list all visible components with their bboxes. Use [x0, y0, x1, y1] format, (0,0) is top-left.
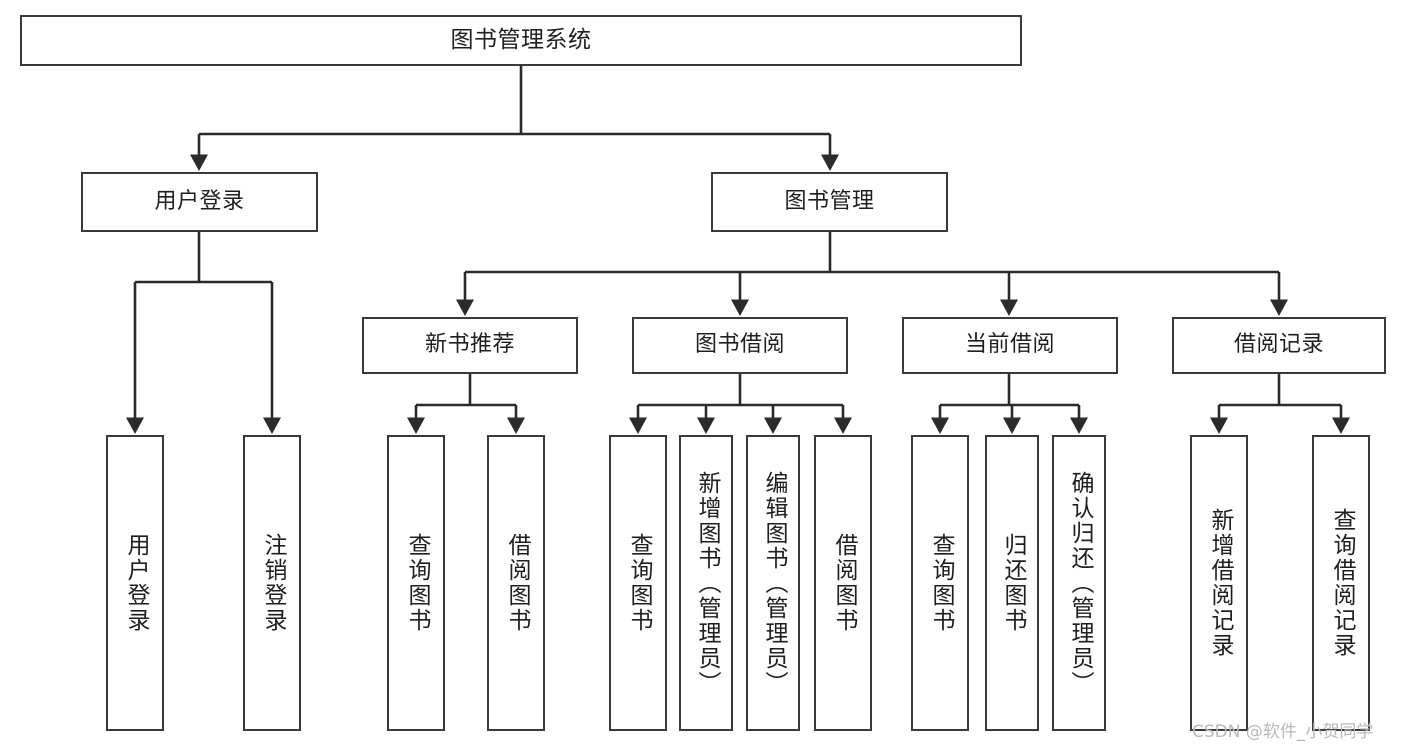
- node-leaf-edit-book-label: 编辑图书（管理员）: [760, 470, 787, 696]
- node-leaf-add-book[interactable]: 新增图书（管理员）: [679, 435, 733, 731]
- node-leaf-query-book-borrow[interactable]: 查询图书: [609, 435, 667, 731]
- node-book-management-label: 图书管理: [784, 188, 875, 214]
- node-current-borrow-label: 当前借阅: [964, 332, 1055, 358]
- node-leaf-return-book-label: 归还图书: [999, 533, 1026, 633]
- node-leaf-add-borrow-record[interactable]: 新增借阅记录: [1190, 435, 1248, 731]
- node-leaf-return-book[interactable]: 归还图书: [985, 435, 1039, 731]
- node-leaf-query-book-recommend[interactable]: 查询图书: [387, 435, 445, 731]
- node-leaf-query-borrow-record[interactable]: 查询借阅记录: [1312, 435, 1370, 731]
- node-new-book-recommend-label: 新书推荐: [424, 332, 515, 358]
- node-root-label: 图书管理系统: [450, 26, 592, 53]
- node-leaf-query-book-current-label: 查询图书: [927, 533, 954, 633]
- node-leaf-add-borrow-record-label: 新增借阅记录: [1206, 508, 1233, 658]
- csdn-watermark: CSDN @软件_小贺同学: [1192, 722, 1374, 742]
- node-user-login[interactable]: 用户登录: [81, 172, 318, 232]
- node-new-book-recommend[interactable]: 新书推荐: [362, 317, 578, 374]
- node-leaf-confirm-return-label: 确认归还（管理员）: [1066, 470, 1093, 696]
- node-leaf-user-login[interactable]: 用户登录: [106, 435, 164, 731]
- node-leaf-borrow-book-recommend[interactable]: 借阅图书: [487, 435, 545, 731]
- node-book-management[interactable]: 图书管理: [711, 172, 948, 232]
- node-leaf-edit-book[interactable]: 编辑图书（管理员）: [746, 435, 800, 731]
- node-leaf-logout-label: 注销登录: [259, 533, 286, 633]
- node-root[interactable]: 图书管理系统: [20, 15, 1022, 66]
- node-leaf-user-login-label: 用户登录: [122, 533, 149, 633]
- node-current-borrow[interactable]: 当前借阅: [902, 317, 1118, 374]
- node-leaf-query-book-recommend-label: 查询图书: [403, 533, 430, 633]
- node-borrow-record[interactable]: 借阅记录: [1172, 317, 1386, 374]
- node-book-borrow[interactable]: 图书借阅: [632, 317, 848, 374]
- node-leaf-confirm-return[interactable]: 确认归还（管理员）: [1052, 435, 1106, 731]
- node-leaf-add-book-label: 新增图书（管理员）: [693, 470, 720, 696]
- node-leaf-borrow-book-label: 借阅图书: [830, 533, 857, 633]
- node-leaf-query-book-current[interactable]: 查询图书: [911, 435, 969, 731]
- node-book-borrow-label: 图书借阅: [694, 332, 785, 358]
- node-user-login-label: 用户登录: [154, 188, 245, 214]
- node-leaf-query-borrow-record-label: 查询借阅记录: [1328, 508, 1355, 658]
- node-leaf-borrow-book-recommend-label: 借阅图书: [503, 533, 530, 633]
- node-borrow-record-label: 借阅记录: [1233, 332, 1324, 358]
- node-leaf-query-book-borrow-label: 查询图书: [625, 533, 652, 633]
- node-leaf-borrow-book[interactable]: 借阅图书: [814, 435, 872, 731]
- node-leaf-logout[interactable]: 注销登录: [243, 435, 301, 731]
